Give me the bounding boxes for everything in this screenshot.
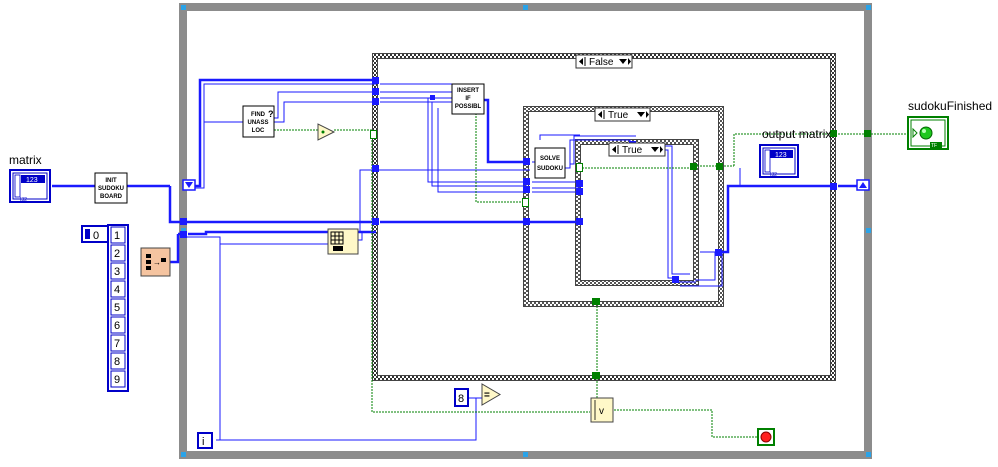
array-cell-value: 5 [114, 302, 120, 314]
middle-case-value: True [608, 110, 629, 121]
matrix-control-terminal[interactable]: 123 I32 [9, 169, 51, 203]
loop-limit-constant[interactable] [454, 388, 469, 407]
array-cells: 1 2 3 4 5 6 7 8 9 [110, 226, 126, 388]
svg-text:v: v [599, 406, 604, 417]
iteration-terminal-label: i [202, 436, 204, 448]
output-terminal-tag: 123 [775, 152, 787, 159]
shift-register-left[interactable] [182, 179, 196, 191]
init-sudoku-board-subvi[interactable]: INIT SUDOKU BOARD [94, 172, 128, 204]
sudoku-finished-label: sudokuFinished [908, 99, 993, 113]
outer-case-selector[interactable]: False [575, 54, 633, 69]
insert-if-possible-subvi[interactable]: INSERT IF POSSIBL [451, 83, 485, 115]
inner-case-selector[interactable]: True [608, 142, 666, 157]
array-cell-value: 9 [114, 374, 120, 386]
array-cell-value: 2 [114, 248, 120, 260]
array-cell[interactable] [110, 226, 126, 244]
shift-register-right[interactable] [856, 179, 870, 191]
find-line-1: FIND [251, 112, 266, 118]
svg-text:I32: I32 [770, 172, 777, 178]
green-tunnels [592, 130, 871, 379]
array-cell-value: 4 [114, 284, 120, 296]
middle-case-selector[interactable]: True [594, 107, 651, 122]
svg-text:=: = [484, 390, 490, 401]
inner-case-structure[interactable] [575, 139, 699, 286]
init-line-1: INIT [105, 178, 117, 184]
insert-line-3: POSSIBL [455, 104, 482, 110]
matrix-terminal-tag: 123 [26, 177, 38, 184]
svg-text:?: ? [268, 109, 274, 119]
array-cell[interactable] [110, 262, 126, 280]
matrix-label: matrix [9, 153, 42, 167]
array-cell[interactable] [110, 298, 126, 316]
array-cell-value: 1 [114, 230, 120, 242]
or-gate[interactable]: v [590, 397, 614, 423]
insert-line-1: INSERT [457, 88, 479, 94]
blue-wires [52, 78, 860, 441]
output-matrix-indicator[interactable]: 123 I32 [759, 144, 799, 178]
inner-case-value: True [622, 145, 643, 156]
array-cell[interactable] [110, 244, 126, 262]
array-cell-value: 8 [114, 356, 120, 368]
insert-line-2: IF [465, 96, 471, 102]
array-cell[interactable] [110, 334, 126, 352]
array-cell[interactable] [110, 316, 126, 334]
equal-comparator[interactable]: = [481, 383, 501, 406]
array-cell[interactable] [110, 352, 126, 370]
array-index: 0 [93, 230, 99, 242]
outer-case-value: False [589, 57, 614, 68]
loop-stop-terminal[interactable] [757, 428, 775, 446]
output-matrix-label: output matrix [762, 127, 832, 141]
solve-sudoku-subvi[interactable]: SOLVE SUDOKU [534, 147, 566, 179]
indicator-tag: TF [931, 143, 937, 149]
init-line-2: SUDOKU [98, 186, 124, 192]
solve-line-1: SOLVE [540, 156, 560, 162]
blue-tunnels [180, 77, 837, 283]
index-array-node[interactable] [327, 228, 359, 255]
iteration-terminal[interactable] [197, 432, 213, 449]
array-cell[interactable] [110, 280, 126, 298]
find-line-3: LOC [252, 128, 265, 134]
solve-line-2: SUDOKU [537, 166, 563, 172]
array-cell[interactable] [110, 370, 126, 388]
svg-text:→: → [153, 258, 161, 267]
array-shuffle-node[interactable]: → [140, 247, 171, 277]
find-unassigned-location-subvi[interactable]: FIND ? UNASS LOC [242, 105, 275, 138]
green-tunnel-hollow [370, 130, 583, 207]
find-line-2: UNASS [247, 120, 268, 126]
array-cell-value: 3 [114, 266, 120, 278]
array-cell-value: 7 [114, 338, 120, 350]
not-function[interactable] [317, 123, 336, 141]
green-wires [274, 110, 910, 438]
sudoku-finished-indicator[interactable]: TF [907, 116, 949, 150]
array-cell-value: 6 [114, 320, 120, 332]
svg-text:I32: I32 [20, 197, 27, 203]
loop-limit-value: 8 [458, 393, 464, 405]
init-line-3: BOARD [100, 194, 123, 200]
